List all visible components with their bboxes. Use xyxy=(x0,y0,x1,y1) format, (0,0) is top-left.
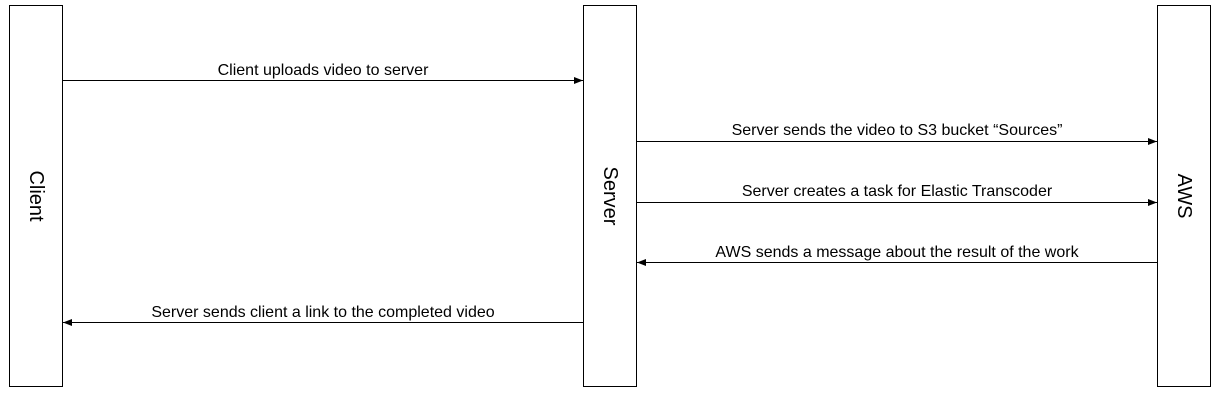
actor-server: Server xyxy=(583,5,637,387)
actor-aws: AWS xyxy=(1157,5,1211,387)
message-server-to-aws-s3: Server sends the video to S3 bucket “Sou… xyxy=(637,122,1157,145)
message-label: Client uploads video to server xyxy=(218,62,429,79)
actor-client: Client xyxy=(9,5,63,387)
message-label: AWS sends a message about the result of … xyxy=(715,244,1079,261)
actor-aws-label: AWS xyxy=(1173,174,1195,219)
actor-client-box xyxy=(9,5,63,387)
message-label: Server sends client a link to the comple… xyxy=(151,304,494,321)
message-server-to-aws-transcoder: Server creates a task for Elastic Transc… xyxy=(637,183,1157,206)
message-client-to-server-upload: Client uploads video to server xyxy=(63,62,583,84)
actor-server-box xyxy=(583,5,637,387)
message-label: Server creates a task for Elastic Transc… xyxy=(742,183,1053,200)
message-aws-to-server-result: AWS sends a message about the result of … xyxy=(637,244,1157,266)
actor-aws-box xyxy=(1157,5,1211,387)
message-server-to-client-link: Server sends client a link to the comple… xyxy=(63,304,583,326)
actor-server-label: Server xyxy=(599,167,621,226)
actor-client-label: Client xyxy=(25,170,47,222)
message-label: Server sends the video to S3 bucket “Sou… xyxy=(732,122,1063,139)
